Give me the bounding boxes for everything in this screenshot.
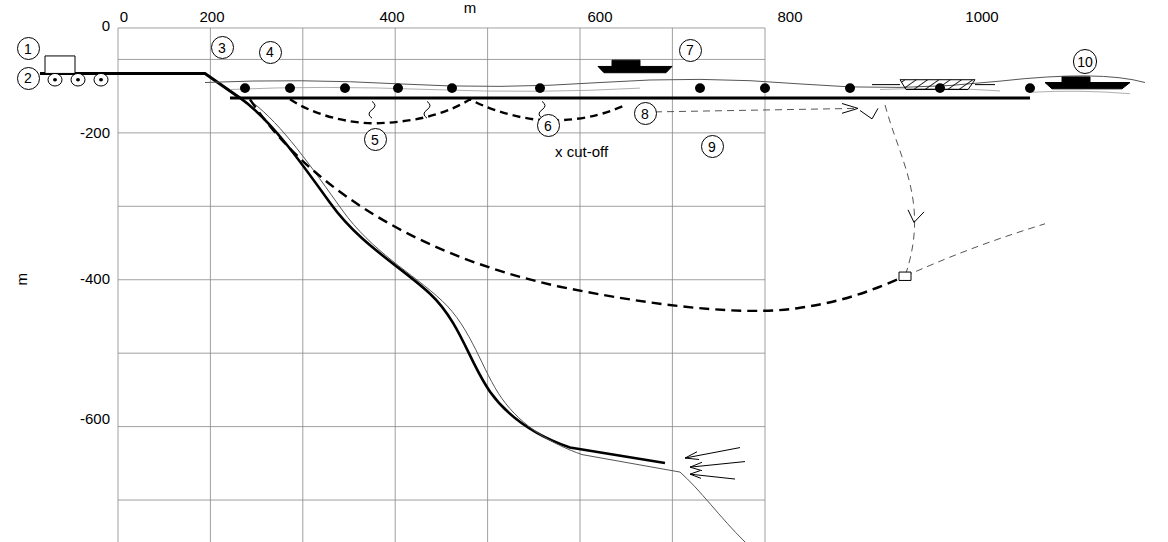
grid-line (118, 132, 765, 133)
vessel-line (872, 84, 995, 85)
axis-label: 800 (777, 9, 802, 26)
callout-number: 3 (211, 36, 234, 59)
axis-label: 0 (102, 18, 110, 35)
callout-text: 8 (641, 107, 649, 121)
plume-drift (655, 108, 855, 111)
buoy (393, 83, 403, 93)
disc-dot (53, 78, 57, 82)
callout-number: 1 (17, 37, 40, 60)
grid-line (118, 206, 765, 207)
seabed-lower (252, 102, 745, 542)
grid-line (210, 28, 211, 542)
callout-text: 9 (708, 140, 716, 154)
callout-text: 6 (544, 119, 552, 133)
callout-text: 7 (686, 43, 694, 57)
plant-box (45, 56, 75, 73)
seabed-slope (240, 98, 665, 463)
buoy (340, 83, 350, 93)
buoy (240, 83, 250, 93)
disc (71, 73, 85, 86)
callout-number: 6 (537, 114, 560, 137)
hatched-vessel (900, 80, 975, 90)
deep-plume (250, 99, 905, 311)
ship (598, 60, 672, 73)
axis-label: 1000 (965, 9, 998, 26)
grid-line (118, 279, 765, 280)
shallow-plume (290, 99, 626, 123)
callout-number: 10 (1073, 49, 1098, 74)
hangers (369, 101, 545, 118)
axis-label: -200 (80, 125, 110, 142)
note-label: x cut-off (555, 144, 608, 161)
callout-text: 3 (218, 41, 226, 55)
grid-line (672, 28, 673, 542)
buoy (1025, 83, 1035, 93)
surface-ripple (230, 87, 1130, 93)
grid-line (118, 59, 765, 60)
callout-text: 10 (1077, 55, 1093, 69)
grid-line (580, 28, 581, 542)
callout-text: 2 (24, 71, 32, 85)
buoy (760, 83, 770, 93)
grid-line (487, 28, 488, 542)
disc (48, 73, 62, 86)
grid-line (395, 28, 396, 542)
callout-number: 4 (259, 41, 282, 64)
sampling-point (899, 272, 911, 280)
callout-text: 1 (24, 42, 32, 56)
axis-label: 600 (587, 9, 612, 26)
buoy (447, 83, 457, 93)
callout-text: 5 (371, 133, 379, 147)
ship (1045, 77, 1130, 89)
grid-line (118, 426, 765, 427)
buoy (285, 83, 295, 93)
callout-number: 2 (17, 67, 40, 90)
grid-line (118, 500, 765, 501)
arrowhead (860, 108, 924, 222)
axis-label: 200 (199, 9, 224, 26)
disc-dot (76, 78, 80, 82)
buoy (695, 83, 705, 93)
disc-dot (99, 78, 103, 82)
axis-label: m (464, 0, 477, 17)
callout-number: 9 (701, 135, 724, 158)
axis-label: 400 (379, 9, 404, 26)
grid-line (118, 353, 765, 354)
inflow-arrows (685, 448, 745, 479)
outfall-pipe (230, 96, 1030, 99)
axis-label: 0 (120, 9, 128, 26)
callout-number: 5 (364, 128, 387, 151)
grid (118, 28, 765, 542)
buoy (535, 83, 545, 93)
axis-label: -400 (80, 271, 110, 288)
callout-number: 7 (679, 39, 702, 62)
outfall-discs (48, 73, 108, 86)
shelf-line (40, 73, 240, 97)
plume-return (885, 105, 1045, 276)
axis-label: m (14, 273, 31, 286)
callout-number: 8 (634, 102, 657, 125)
callout-text: 4 (266, 45, 274, 59)
buoy (845, 83, 855, 93)
axis-label: -600 (80, 411, 110, 428)
disc (94, 73, 108, 86)
arrowhead (842, 104, 858, 114)
